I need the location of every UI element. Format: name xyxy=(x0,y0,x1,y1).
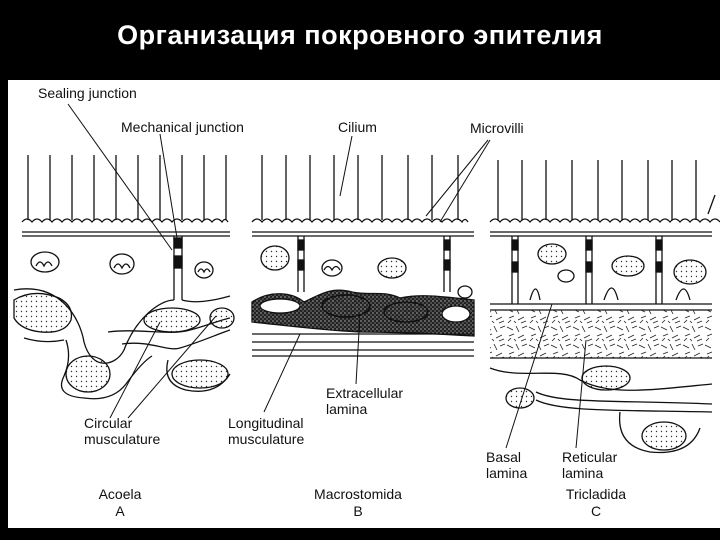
label-basal-line2: lamina xyxy=(486,465,527,481)
label-reticular-line1: Reticular xyxy=(562,449,618,465)
panel-c-drawing xyxy=(489,160,720,454)
panel-a-name: Acoela xyxy=(99,486,142,502)
leader-lines xyxy=(67,103,587,449)
panel-a-drawing xyxy=(13,155,235,400)
label-extracellular-line2: lamina xyxy=(326,401,367,417)
bottom-strip xyxy=(0,528,720,540)
label-reticular-line2: lamina xyxy=(562,465,603,481)
label-extracellular-line1: Extracellular xyxy=(326,385,403,401)
label-cilium: Cilium xyxy=(338,119,377,135)
epithelium-diagram: Sealing junction Mechanical junction Cil… xyxy=(8,80,720,528)
diagram-svg: Sealing junction Mechanical junction Cil… xyxy=(13,85,720,519)
label-circular-line1: Circular xyxy=(84,415,133,431)
title-bar: Организация покровного эпителия xyxy=(0,0,720,80)
label-mechanical-junction: Mechanical junction xyxy=(121,119,244,135)
panel-c-name: Tricladida xyxy=(566,486,626,502)
label-microvilli: Microvilli xyxy=(470,120,524,136)
panel-b-letter: B xyxy=(353,503,362,519)
panel-b-name: Macrostomida xyxy=(314,486,402,502)
label-circular-line2: musculature xyxy=(84,431,160,447)
panel-b-drawing xyxy=(251,155,475,357)
panel-c-letter: C xyxy=(591,503,601,519)
slide-title: Организация покровного эпителия xyxy=(117,20,603,50)
label-basal-line1: Basal xyxy=(486,449,521,465)
panel-a-letter: A xyxy=(115,503,125,519)
label-longitudinal-line2: musculature xyxy=(228,431,304,447)
label-sealing-junction: Sealing junction xyxy=(38,85,137,101)
label-longitudinal-line1: Longitudinal xyxy=(228,415,304,431)
